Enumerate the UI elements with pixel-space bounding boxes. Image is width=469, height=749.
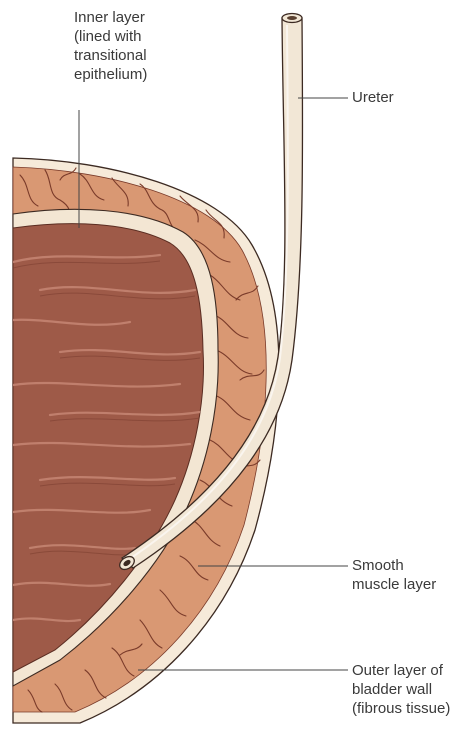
label-outer-layer-line: (fibrous tissue) (352, 699, 450, 718)
label-smooth-muscle-line: Smooth (352, 556, 436, 575)
label-inner-layer-line: Inner layer (74, 8, 147, 27)
label-inner-layer-line: (lined with (74, 27, 147, 46)
label-outer-layer: Outer layer of bladder wall (fibrous tis… (352, 661, 450, 718)
label-inner-layer-line: transitional (74, 46, 147, 65)
label-ureter-line: Ureter (352, 88, 394, 107)
label-outer-layer-line: Outer layer of (352, 661, 450, 680)
label-inner-layer: Inner layer (lined with transitional epi… (74, 8, 147, 84)
label-ureter: Ureter (352, 88, 394, 107)
label-smooth-muscle: Smooth muscle layer (352, 556, 436, 594)
label-smooth-muscle-line: muscle layer (352, 575, 436, 594)
label-outer-layer-line: bladder wall (352, 680, 450, 699)
label-inner-layer-line: epithelium) (74, 65, 147, 84)
